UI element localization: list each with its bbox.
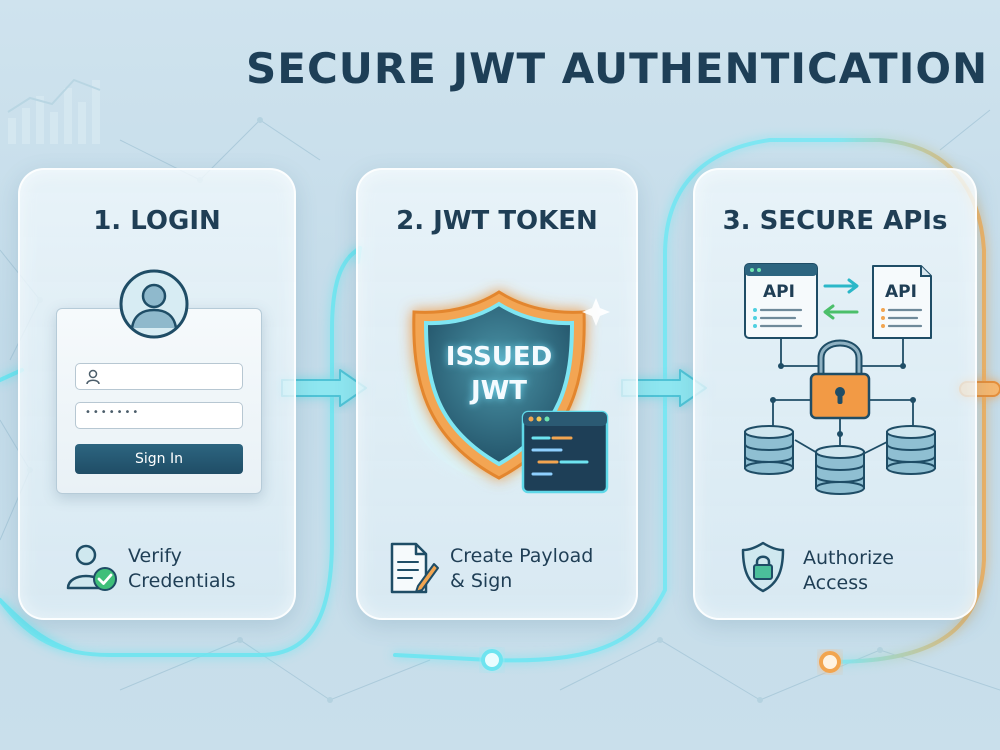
arrow-right-icon [823,278,859,294]
api-network-diagram [744,263,936,495]
page-title: SECURE JWT AUTHENTICATION [246,44,989,93]
step-caption: Create Payload & Sign [450,545,594,592]
step-panel-secure-apis: 3. SECURE APIs [693,168,977,620]
database-icon [815,445,865,495]
step-panel-jwt-token: 2. JWT TOKEN ISSUED JWT [356,168,638,620]
api-window-left [744,263,818,339]
database-icon [886,425,936,475]
code-window-icon [521,410,609,494]
user-icon [86,369,100,385]
user-check-icon [66,544,117,591]
user-avatar-icon [119,269,189,339]
step-title: 1. LOGIN [93,206,221,236]
step-title: 2. JWT TOKEN [396,206,598,236]
padlock-icon [809,339,871,420]
api-label-right: API [885,282,917,302]
password-field[interactable]: ••••••• [75,402,243,429]
password-mask: ••••••• [85,407,141,418]
step-caption: Verify Credentials [128,545,236,592]
shield-lock-icon [741,541,785,593]
step-title: 3. SECURE APIs [722,206,948,236]
database-icon [744,425,794,475]
step-caption: Authorize Access [803,547,894,594]
sign-in-button[interactable]: Sign In [75,444,243,474]
api-label-left: API [763,282,795,302]
shield-line-issued: ISSUED [445,342,553,372]
username-field[interactable] [75,363,243,390]
login-form: ••••••• Sign In [56,308,262,494]
document-edit-icon [390,542,439,594]
arrow-left-icon [823,304,859,320]
shield-line-jwt: JWT [470,376,528,406]
api-window-right [872,265,932,339]
step-panel-login: 1. LOGIN ••••••• Sign In Verify Credenti… [18,168,296,620]
